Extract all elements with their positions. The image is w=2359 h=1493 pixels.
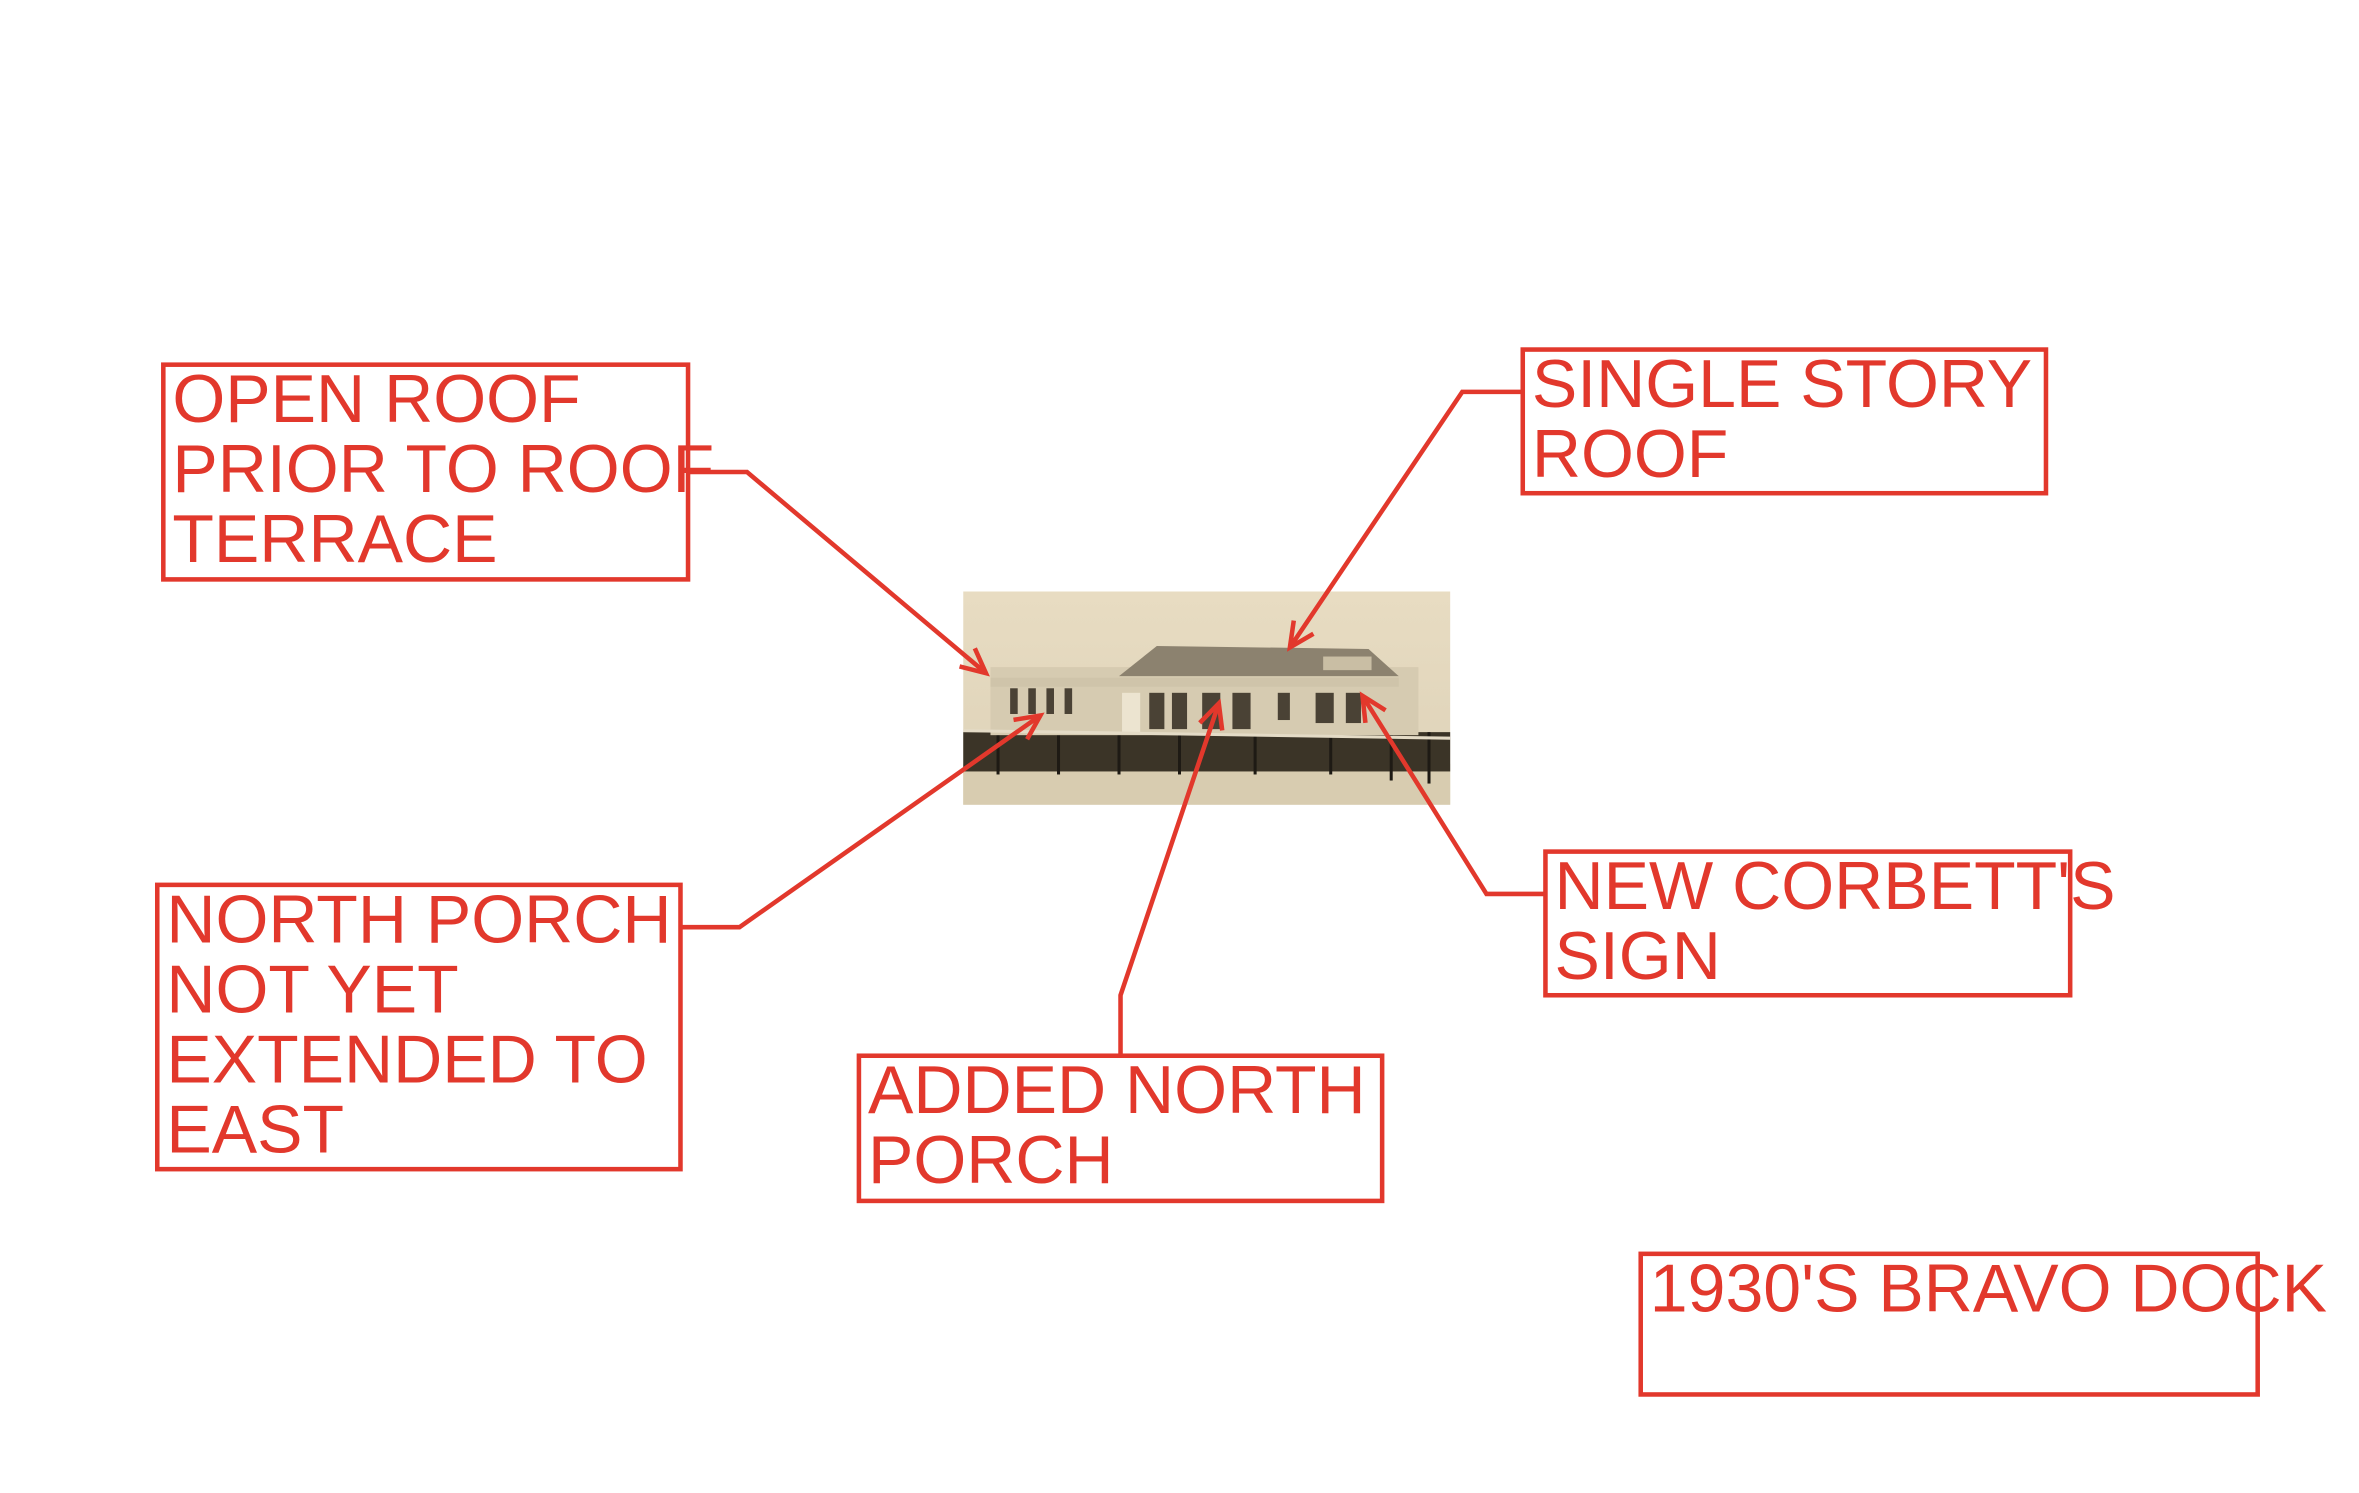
annotation-text-line: SINGLE STORY [1532, 346, 2032, 422]
annotation-box [1520, 347, 2049, 496]
annotation-text-line: NORTH PORCH [166, 881, 671, 957]
annotation-box [1543, 849, 2073, 998]
annotation-text-line: NEW CORBETT'S [1555, 848, 2116, 924]
annotation-text-line: EAST [166, 1091, 344, 1167]
annotation-text-line: PORCH [868, 1122, 1114, 1198]
leader-line [688, 469, 988, 675]
leader-line [680, 713, 1042, 930]
annotation-text-line: EXTENDED TO [166, 1021, 647, 1097]
annotation-box [1638, 1251, 2260, 1397]
arrowhead-icon [1013, 712, 1045, 741]
arrowhead-icon [1198, 698, 1225, 731]
arrowhead-icon [959, 647, 990, 677]
annotation-text-line: 1930'S BRAVO DOCK [1650, 1250, 2327, 1326]
leader-line [1360, 694, 1546, 897]
annotation-text-line: ROOF [1532, 416, 1729, 492]
leader-line [1288, 389, 1523, 649]
arrowhead-icon [1286, 620, 1315, 652]
annotation-text-line: TERRACE [172, 501, 497, 577]
annotation-text-line: ADDED NORTH [868, 1052, 1366, 1128]
annotation-text-line: NOT YET [166, 951, 458, 1027]
annotation-text-line: OPEN ROOF [172, 361, 580, 437]
leader-line [1118, 702, 1221, 1056]
dock-photo [963, 591, 1451, 805]
caption-box: 1930'S BRAVO DOCK [1638, 1250, 2327, 1397]
annotation-box [154, 882, 683, 1172]
arrowhead-icon [1359, 691, 1387, 724]
annotation-text-line: PRIOR TO ROOF [172, 431, 714, 507]
annotation-text-line: SIGN [1555, 918, 1721, 994]
